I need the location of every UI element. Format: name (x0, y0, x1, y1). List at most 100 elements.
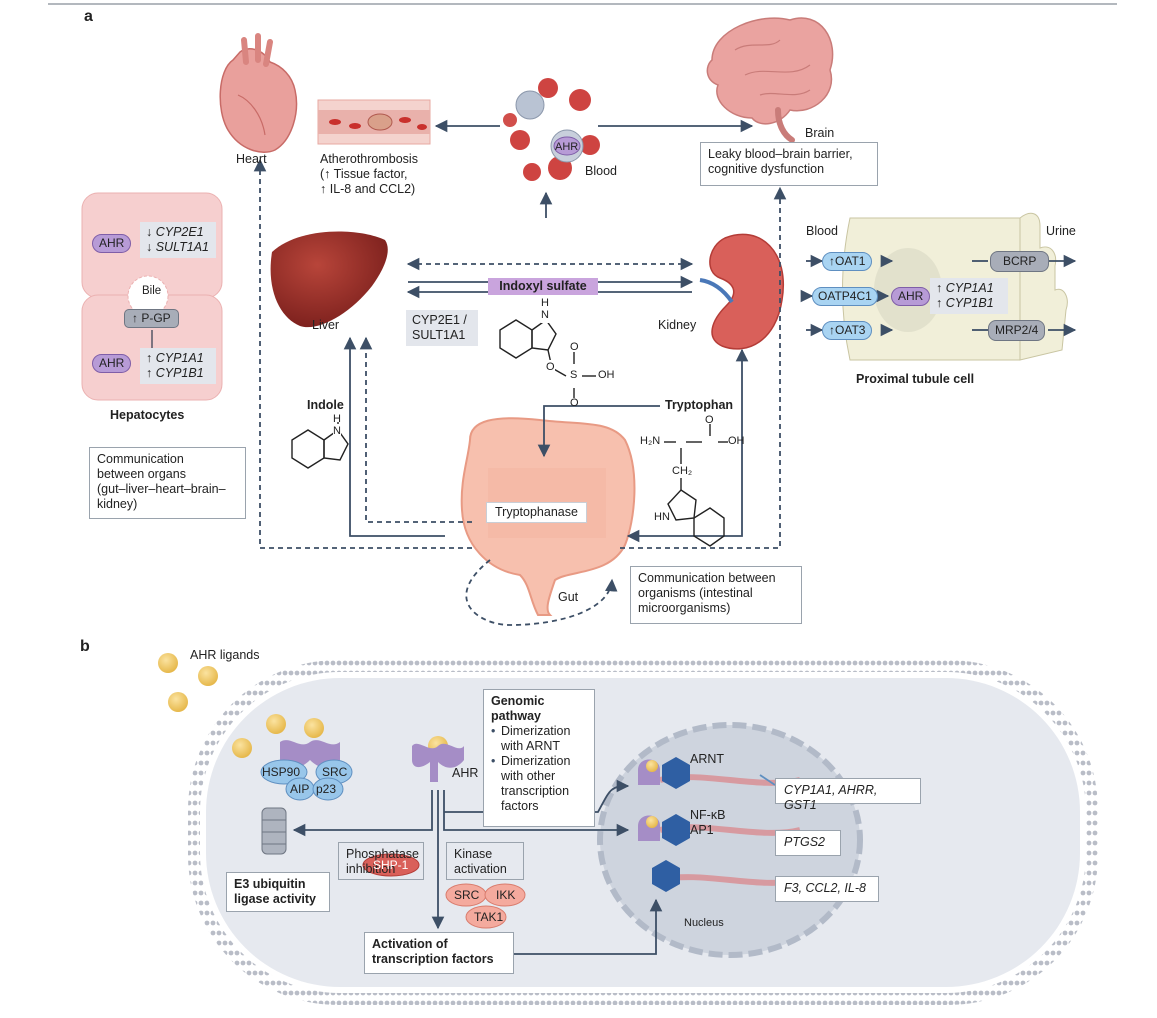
kidney-illustration (699, 233, 784, 350)
communication-organs-box: Communication between organs (gut–liver–… (89, 447, 246, 519)
phosphatase-box: Phosphatase inhibition (338, 842, 424, 880)
indoxyl-oh: OH (598, 369, 615, 381)
bullet-icon: • (491, 754, 496, 768)
e3-line2: ligase activity (234, 892, 316, 906)
genomic-item1-line1: Dimerization (501, 724, 571, 738)
hepatocyte-down-genes: ↓ CYP2E1 ↓ SULT1A1 (140, 222, 216, 258)
genomic-pathway-box: Genomic pathway • Dimerization with ARNT… (483, 689, 595, 827)
ahr-label: AHR (452, 766, 479, 780)
proteasome-illustration (261, 807, 287, 855)
kidney-label: Kidney (658, 318, 697, 332)
genomic-title-line2: pathway (491, 709, 542, 723)
blood-label: Blood (585, 164, 617, 178)
genomic-item2-line1: Dimerization (501, 754, 571, 768)
indoxyl-o-bottom: O (570, 397, 579, 409)
nucleus-label: Nucleus (684, 917, 724, 929)
tubule-up-genes: ↑ CYP1A1 ↑ CYP1B1 (930, 278, 1008, 314)
kinase-line1: Kinase (454, 847, 493, 861)
genomic-item2-line4: factors (501, 799, 539, 813)
indoxyl-sulfate-structure (499, 310, 596, 398)
ahr-cytosolic-complex (260, 740, 464, 801)
arnt-label: ARNT (690, 752, 725, 766)
trp-hn: HN (654, 510, 670, 525)
complex-src-label: SRC (322, 765, 348, 779)
tryptophan-label: Tryptophan (665, 398, 734, 412)
panel-label-a: a (84, 8, 93, 25)
hepatocytes-title: Hepatocytes (110, 408, 185, 422)
blood-cells-illustration (503, 78, 600, 181)
kinase-src-label: SRC (454, 888, 480, 902)
liver-illustration (270, 231, 388, 328)
activation-box: Activation of transcription factors (364, 932, 514, 974)
atherothrombosis-line3: ↑ IL-8 and CCL2) (320, 182, 416, 196)
tak1-label: TAK1 (474, 910, 504, 924)
oat3-transporter: ↑OAT3 (822, 321, 873, 340)
gut-label: Gut (558, 590, 579, 604)
phosphatase-line1: Phosphatase (346, 847, 419, 861)
enzymes-line1: CYP2E1 / (412, 313, 467, 327)
cyp1a1-up: ↑ CYP1A1 (146, 351, 204, 365)
comm-organs-line4: kidney) (97, 497, 138, 511)
p23-label: p23 (316, 782, 337, 796)
activation-line1: Activation of (372, 937, 448, 951)
heart-label: Heart (236, 152, 267, 166)
genes-box-1: CYP1A1, AHRR, GST1 (775, 778, 921, 812)
shp1-label: SHP-1 (373, 858, 409, 872)
indole-n: N (333, 424, 341, 439)
indoxyl-h: H (541, 297, 549, 309)
heart-illustration (219, 33, 298, 153)
indoxyl-s: S (570, 368, 578, 383)
indoxyl-o-top: O (570, 341, 579, 353)
blood-vessel-illustration (317, 99, 431, 145)
e3-line1: E3 ubiquitin (234, 877, 306, 891)
panel-label-b: b (80, 638, 90, 655)
bullet-icon: • (491, 724, 496, 738)
tubule-urine-label: Urine (1046, 224, 1076, 238)
hepatocyte-up-genes: ↑ CYP1A1 ↑ CYP1B1 (140, 348, 216, 384)
bile-label: Bile (142, 285, 162, 297)
tubule-cyp1b1: ↑ CYP1B1 (936, 296, 994, 310)
atherothrombosis-line2: (↑ Tissue factor, (320, 167, 408, 181)
comm-organisms-line1: Communication between (638, 571, 776, 585)
bcrp-transporter: BCRP (990, 251, 1050, 272)
mrp-transporter: MRP2/4 (988, 320, 1046, 341)
tubule-ahr: AHR (891, 287, 931, 306)
kinase-box: Kinase activation (446, 842, 524, 880)
tubule-cyp1a1: ↑ CYP1A1 (936, 281, 994, 295)
comm-organs-line1: Communication (97, 452, 184, 466)
e3-ligase-box: E3 ubiquitin ligase activity (226, 872, 330, 912)
genomic-item2-line2: with other (501, 769, 556, 783)
panel-b-arrows (292, 774, 776, 955)
sult1a1-down: ↓ SULT1A1 (146, 240, 209, 254)
trp-ch2: CH₂ (672, 465, 693, 477)
genomic-item2: • Dimerization with other transcription … (491, 754, 587, 814)
hsp90-label: HSP90 (262, 765, 301, 779)
tubule-blood-label: Blood (806, 224, 838, 238)
ap1-label: AP1 (690, 823, 714, 837)
oat1-transporter: ↑OAT1 (822, 252, 873, 271)
comm-organisms-line3: microorganisms) (638, 601, 731, 615)
tryptophanase-label: Tryptophanase (486, 502, 587, 523)
pgp-label: ↑ P-GP (124, 309, 179, 328)
panel-b-pills (362, 853, 526, 929)
genomic-item1: • Dimerization with ARNT (491, 724, 587, 754)
ahr-ligands-label: AHR ligands (190, 648, 260, 662)
genes-box-3: F3, CCL2, IL-8 (775, 876, 879, 902)
comm-organs-line3: (gut–liver–heart–brain– (97, 482, 226, 496)
ikk-label: IKK (496, 888, 516, 902)
brain-illustration (706, 17, 834, 143)
comm-organisms-line2: organisms (intestinal (638, 586, 753, 600)
trp-o: O (705, 414, 714, 426)
enzymes-box: CYP2E1 / SULT1A1 (406, 310, 478, 346)
trp-h2n: H₂N (640, 435, 661, 447)
genes-box-2: PTGS2 (775, 830, 841, 856)
aip-label: AIP (290, 782, 310, 796)
indoxyl-n: N (541, 308, 549, 323)
trp-oh: OH (728, 435, 745, 447)
indoxyl-o-ester: O (546, 360, 555, 375)
hepatocyte-ahr-bottom: AHR (92, 354, 132, 373)
hepatocyte-ahr-top: AHR (92, 234, 132, 253)
brain-label: Brain (805, 126, 835, 140)
